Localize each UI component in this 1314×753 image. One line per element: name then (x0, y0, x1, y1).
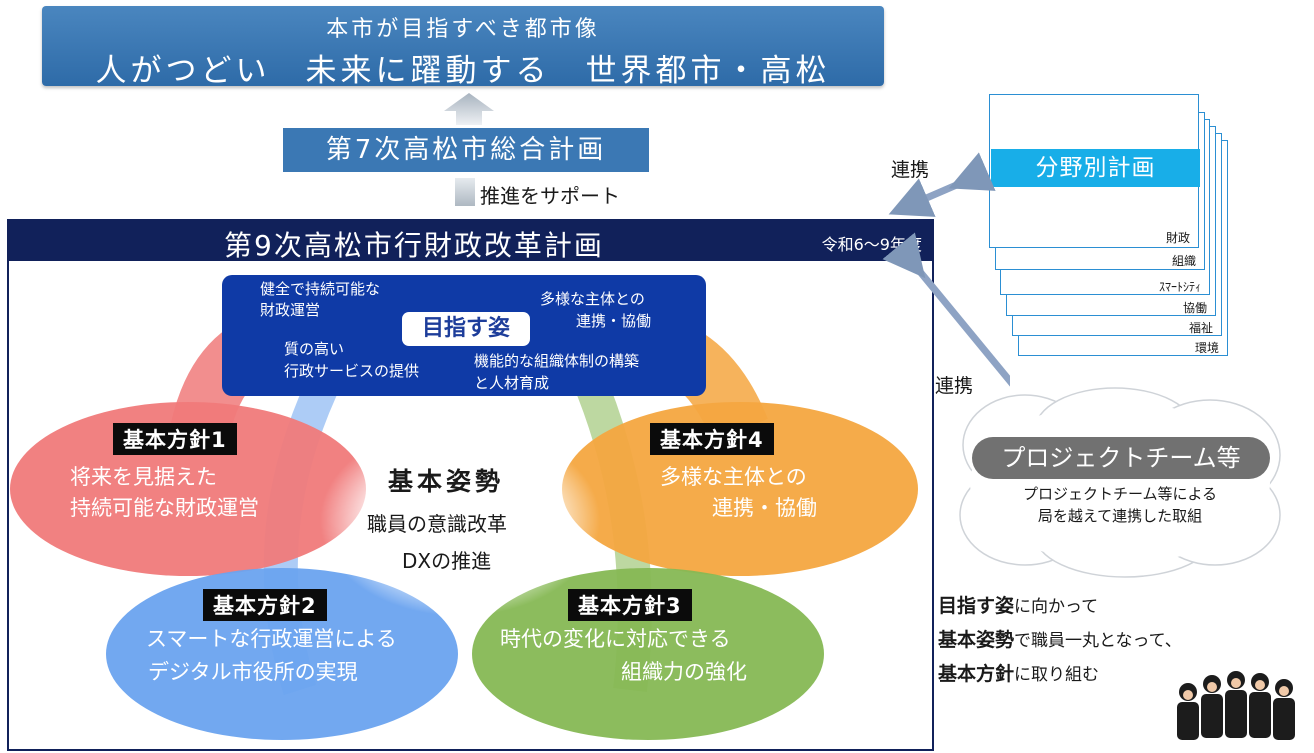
policy-1-line2: 持続可能な財政運営 (70, 496, 259, 520)
policy-3-line2: 組織力の強化 (621, 660, 747, 684)
support-arrow-bar (455, 178, 475, 206)
support-label: 推進をサポート (480, 184, 620, 208)
up-arrow-icon (444, 93, 494, 125)
goal-box: 健全で持続可能な 財政運営 多様な主体との 連携・協働 質の高い 行政サービスの… (222, 275, 706, 396)
policy-2-tag: 基本方針2 (203, 589, 327, 621)
goal-item: 財政運営 (260, 301, 321, 319)
stance-line2: DXの推進 (402, 549, 492, 573)
policy-2-line1: スマートな行政運営による (146, 627, 397, 651)
city-vision-banner: 本市が目指すべき都市像 人がつどい 未来に躍動する 世界都市・高松 (42, 6, 884, 89)
stance-glow (320, 424, 600, 616)
project-team-label: プロジェクトチーム等 (972, 437, 1270, 479)
policy-4-line1: 多様な主体との (660, 465, 807, 489)
goal-label: 目指す姿 (402, 312, 530, 346)
summary-text: 目指す姿に向かって 基本姿勢で職員一丸となって、 基本方針に取り組む (938, 590, 1182, 692)
policy-4-line2: 連携・協働 (712, 496, 817, 520)
goal-item: 行政サービスの提供 (284, 362, 420, 380)
stance-line1: 職員の意識改革 (367, 512, 507, 536)
summary-bold-2: 基本姿勢 (938, 629, 1015, 651)
policy-1-ellipse (10, 402, 366, 576)
project-team-line1: プロジェクトチーム等による (1022, 485, 1218, 503)
staff-group-icon (1177, 671, 1295, 740)
goal-item: 質の高い (284, 340, 345, 358)
vision-slogan: 人がつどい 未来に躍動する 世界都市・高松 (95, 53, 831, 89)
summary-bold-1: 目指す姿 (938, 595, 1015, 617)
goal-item: 健全で持続可能な (260, 280, 381, 298)
reform-plan-header: 第9次高松市行財政改革計画 令和6～9年度 (9, 221, 932, 262)
general-plan-box: 第7次高松市総合計画 (283, 128, 649, 172)
double-arrow-icon (882, 152, 1010, 437)
policy-1-line1: 将来を見据えた (70, 465, 217, 489)
goal-item: と人材育成 (474, 374, 550, 392)
link-label-field: 連携 (891, 159, 930, 181)
policy-4-tag: 基本方針4 (650, 423, 774, 455)
policy-1-tag: 基本方針1 (113, 423, 237, 455)
summary-rest-3: に取り組む (1014, 665, 1100, 685)
policy-3-line1: 時代の変化に対応できる (500, 627, 731, 651)
goal-item: 機能的な組織体制の構築 (474, 352, 640, 370)
policy-3-tag: 基本方針3 (568, 589, 692, 621)
reform-plan-title: 第9次高松市行財政改革計画 (224, 229, 604, 262)
project-team-line2: 局を越えて連携した取組 (1037, 507, 1203, 525)
vision-title: 本市が目指すべき都市像 (326, 17, 600, 42)
stance-title: 基本姿勢 (388, 467, 505, 496)
link-label-project: 連携 (935, 375, 974, 397)
summary-bold-3: 基本方針 (938, 663, 1015, 685)
project-team-desc: プロジェクトチーム等による 局を越えて連携した取組 (990, 483, 1250, 527)
policy-2-line2: デジタル市役所の実現 (148, 660, 358, 684)
policy-2-ellipse (106, 568, 458, 740)
goal-item: 多様な主体との (540, 290, 645, 308)
summary-rest-2: で職員一丸となって、 (1014, 631, 1182, 651)
field-plan-label: 分野別計画 (991, 149, 1200, 187)
policy-3-ellipse (472, 568, 824, 740)
goal-item: 連携・協働 (576, 312, 652, 330)
summary-rest-1: に向かって (1014, 597, 1099, 617)
